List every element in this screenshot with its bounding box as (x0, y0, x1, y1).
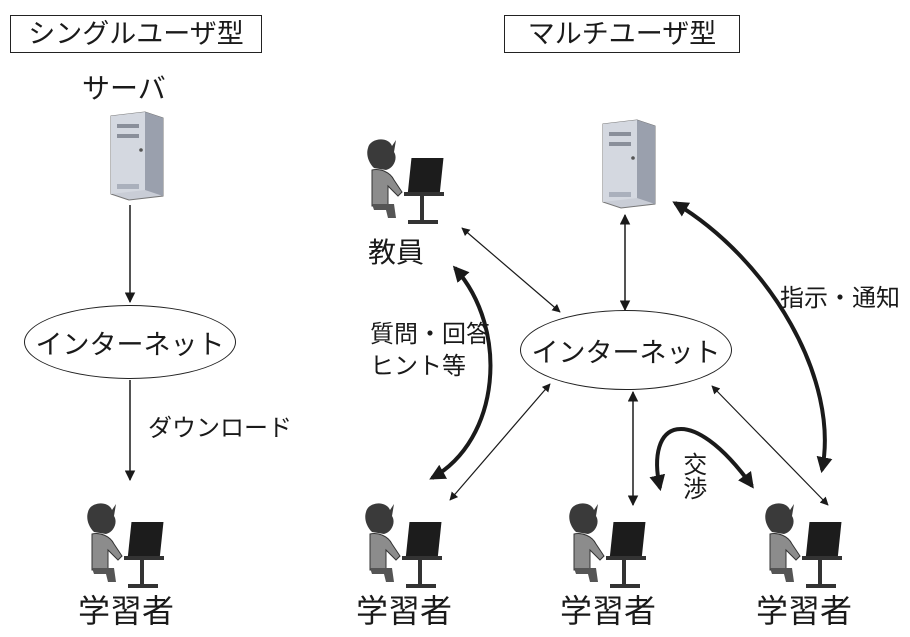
internet-node-multi: インターネット (520, 310, 732, 390)
arrow-teacher-learner-question (429, 265, 493, 480)
download-label: ダウンロード (148, 414, 292, 442)
learner-label: 学習者 (78, 592, 175, 630)
learner-label: 学習者 (356, 592, 453, 630)
internet-label: インターネット (531, 337, 721, 369)
arrow-learner-negotiation (649, 426, 754, 492)
question-label-line1: 質問・回答 (370, 320, 490, 348)
question-label-line2: ヒント等 (370, 352, 466, 380)
internet-label: インターネット (35, 329, 225, 361)
single-user-title: シングルユーザ型 (10, 15, 262, 53)
person-at-computer-icon (367, 139, 444, 224)
internet-node-single: インターネット (24, 305, 236, 379)
person-at-computer-icon (765, 503, 842, 588)
person-at-computer-icon (365, 503, 442, 588)
arrow-server-learner-instruction (672, 201, 833, 474)
negotiation-label: 交渉 (678, 452, 707, 500)
server-icon (602, 119, 656, 209)
instruction-label: 指示・通知 (780, 284, 900, 312)
person-at-computer-icon (569, 503, 646, 588)
server-icon (110, 111, 164, 201)
learner-label: 学習者 (756, 592, 853, 630)
arrow-internet-learner-left (449, 383, 551, 501)
arrow-teacher-internet (461, 227, 561, 313)
arrow-internet-learner-right (711, 385, 829, 506)
person-at-computer-icon (87, 503, 164, 588)
learner-label: 学習者 (560, 592, 657, 630)
server-label: サーバ (82, 72, 166, 105)
teacher-label: 教員 (368, 236, 425, 269)
multi-user-title: マルチユーザ型 (504, 15, 740, 53)
